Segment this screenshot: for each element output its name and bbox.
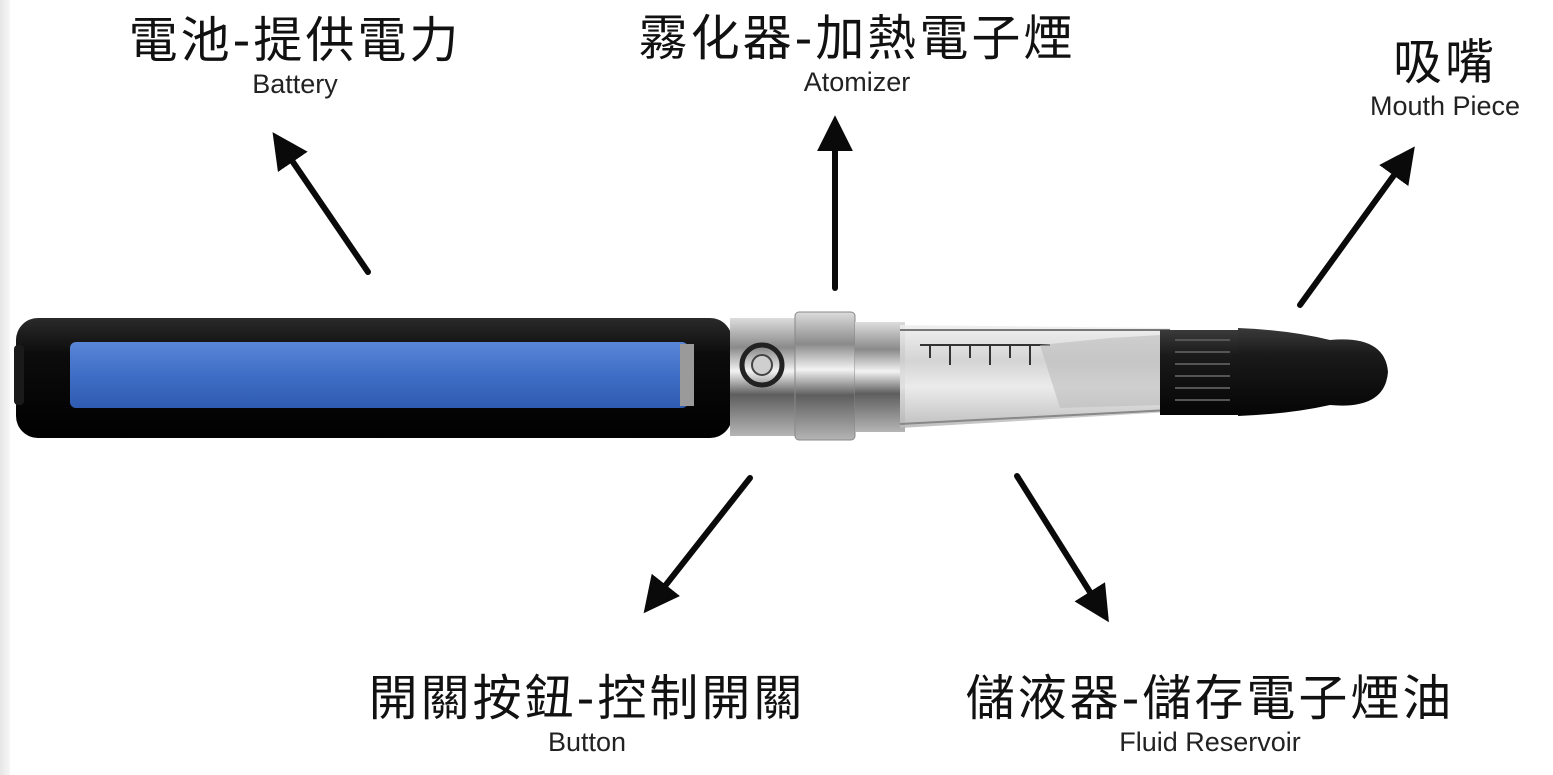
- mouthpiece: [1160, 328, 1388, 416]
- reservoir-label: 儲液器-儲存電子煙油 Fluid Reservoir: [940, 672, 1480, 758]
- battery-label-zh: 電池-提供電力: [128, 12, 462, 69]
- fluid-tank: [899, 325, 1171, 428]
- mouthpiece-label-en: Mouth Piece: [1369, 90, 1521, 121]
- mouthpiece-label: 吸嘴 Mouth Piece: [1340, 36, 1550, 122]
- mouthpiece-label-zh: 吸嘴: [1392, 34, 1497, 91]
- battery-label-en: Battery: [252, 68, 338, 99]
- mouthpiece-arrow: [1297, 146, 1415, 308]
- reservoir-label-zh: 儲液器-儲存電子煙油: [965, 670, 1455, 727]
- battery-body: [14, 318, 732, 438]
- power-button-icon: [739, 342, 785, 388]
- atomizer-label-en: Atomizer: [803, 66, 911, 97]
- button-section: [730, 311, 905, 441]
- button-label: 開關按鈕-控制開關 Button: [352, 672, 822, 758]
- left-edge-strip: [0, 0, 10, 775]
- atomizer-label: 霧化器-加熱電子煙 Atomizer: [612, 12, 1102, 98]
- reservoir-label-en: Fluid Reservoir: [1119, 726, 1301, 757]
- button-arrow: [643, 475, 753, 614]
- battery-arrow: [272, 132, 371, 275]
- battery-label: 電池-提供電力 Battery: [120, 14, 470, 100]
- atomizer-label-zh: 霧化器-加熱電子煙: [638, 10, 1076, 67]
- battery-window: [70, 342, 688, 408]
- button-label-zh: 開關按鈕-控制開關: [368, 670, 806, 727]
- reservoir-arrow: [1014, 473, 1109, 623]
- button-label-en: Button: [547, 726, 627, 757]
